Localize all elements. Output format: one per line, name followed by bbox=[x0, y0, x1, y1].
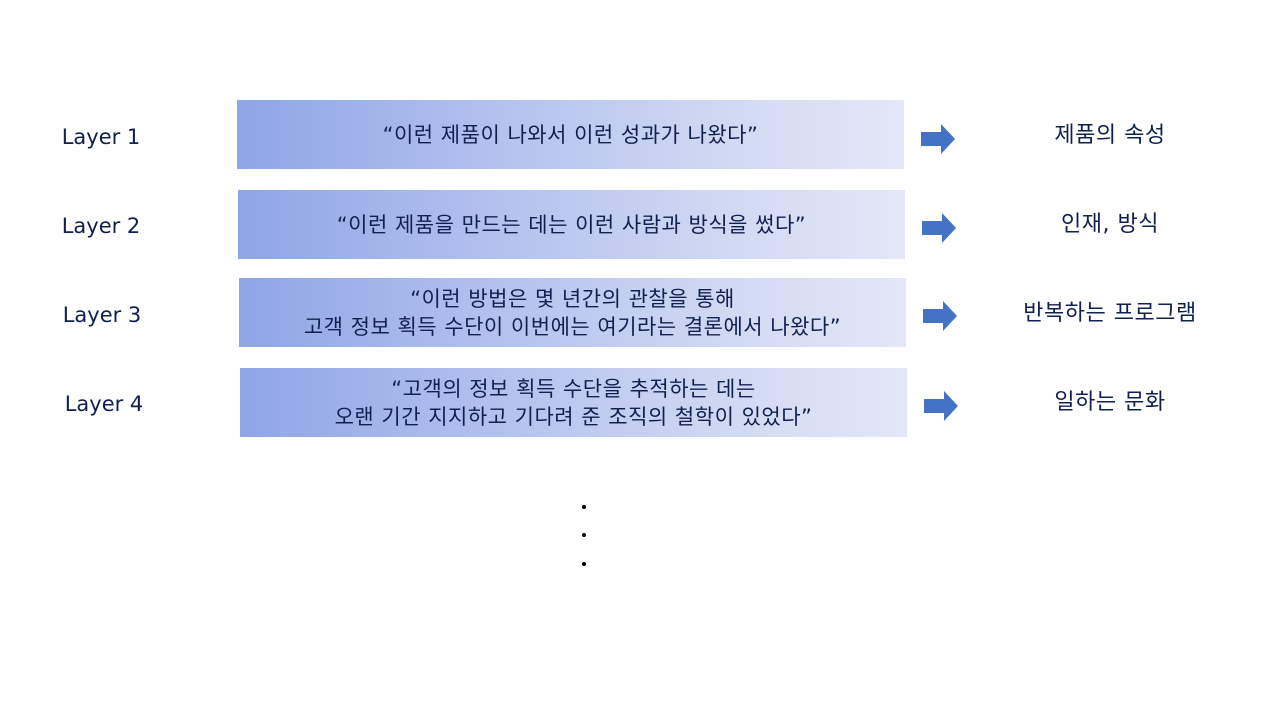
result-label: 반복하는 프로그램 bbox=[1023, 301, 1197, 326]
result-label: 일하는 문화 bbox=[1054, 390, 1166, 415]
quote-box: “고객의 정보 획득 수단을 추적하는 데는 오랜 기간 지지하고 기다려 준 … bbox=[240, 368, 907, 437]
quote-text: “이런 제품을 만드는 데는 이런 사람과 방식을 썼다” bbox=[336, 212, 807, 237]
quote-box: “이런 제품이 나와서 이런 성과가 나왔다” bbox=[237, 100, 904, 169]
right-arrow-icon bbox=[922, 213, 956, 243]
layer-label: Layer 3 bbox=[62, 303, 142, 327]
result-label: 인재, 방식 bbox=[1061, 212, 1159, 237]
quote-text: “고객의 정보 획득 수단을 추적하는 데는 오랜 기간 지지하고 기다려 준 … bbox=[334, 376, 813, 429]
ellipsis-dot bbox=[582, 533, 586, 537]
quote-box: “이런 제품을 만드는 데는 이런 사람과 방식을 썼다” bbox=[238, 190, 905, 259]
layer-label: Layer 4 bbox=[64, 392, 144, 416]
layer-label: Layer 1 bbox=[61, 125, 141, 149]
quote-box: “이런 방법은 몇 년간의 관찰을 통해 고객 정보 획득 수단이 이번에는 여… bbox=[239, 278, 906, 347]
result-label: 제품의 속성 bbox=[1054, 123, 1166, 148]
ellipsis-dot bbox=[582, 505, 586, 509]
right-arrow-icon bbox=[921, 124, 955, 154]
ellipsis-dot bbox=[582, 562, 586, 566]
quote-text: “이런 제품이 나와서 이런 성과가 나왔다” bbox=[382, 122, 759, 147]
quote-text: “이런 방법은 몇 년간의 관찰을 통해 고객 정보 획득 수단이 이번에는 여… bbox=[303, 286, 842, 339]
right-arrow-icon bbox=[923, 301, 957, 331]
right-arrow-icon bbox=[924, 391, 958, 421]
layer-label: Layer 2 bbox=[61, 214, 141, 238]
